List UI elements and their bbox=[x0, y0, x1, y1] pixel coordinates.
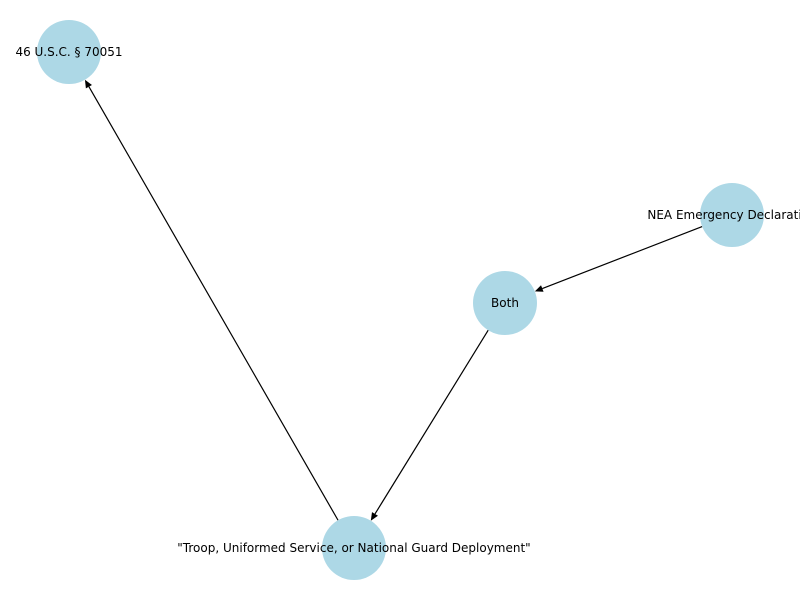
node-label-troop: "Troop, Uniformed Service, or National G… bbox=[177, 541, 530, 555]
arrowhead-icon bbox=[84, 79, 92, 89]
node-label-usc: 46 U.S.C. § 70051 bbox=[15, 45, 122, 59]
arrowhead-icon bbox=[370, 512, 378, 521]
edge-both-to-troop bbox=[370, 329, 489, 521]
edges-layer bbox=[84, 79, 703, 521]
edge-line bbox=[374, 329, 489, 515]
node-troop bbox=[322, 516, 386, 580]
arrowhead-icon bbox=[534, 285, 544, 292]
node-nea bbox=[700, 183, 764, 247]
node-label-nea: NEA Emergency Declaration bbox=[647, 208, 800, 222]
node-label-both: Both bbox=[491, 296, 519, 310]
edge-troop-to-usc bbox=[84, 79, 339, 521]
nodes-layer bbox=[37, 20, 764, 580]
edge-line bbox=[88, 86, 339, 521]
node-both bbox=[473, 271, 537, 335]
edge-line bbox=[542, 226, 703, 290]
node-usc bbox=[37, 20, 101, 84]
edge-nea-to-both bbox=[534, 226, 703, 292]
